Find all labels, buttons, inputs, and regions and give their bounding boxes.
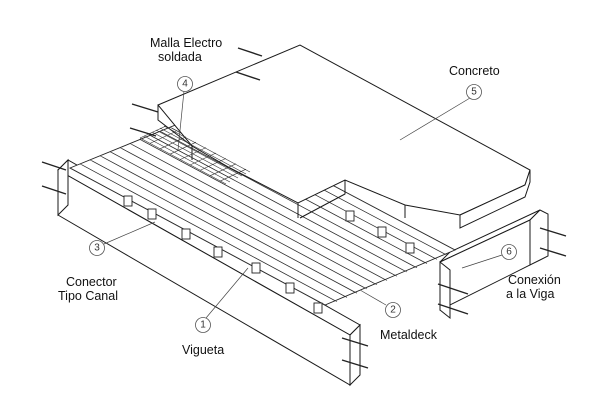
mesh-bar [159, 136, 187, 150]
label-malla-line2: soldada [158, 50, 202, 64]
callout-1: 1 [195, 317, 211, 333]
channel-connector [181, 228, 191, 240]
mesh-bar [149, 131, 177, 144]
label-concreto: Concreto [449, 64, 500, 78]
deck-flute [121, 148, 378, 285]
leader-lines [103, 90, 503, 319]
channel-connector [345, 210, 355, 222]
svg-text:2: 2 [390, 305, 396, 316]
mesh-bar [151, 131, 239, 179]
label-vigueta: Vigueta [182, 343, 224, 357]
deck-flute [161, 132, 418, 269]
mesh-bar [155, 129, 243, 177]
label-malla-line1: Malla Electro [150, 36, 222, 50]
label-conexion-line2: a la Viga [506, 287, 554, 301]
mesh-bar [139, 125, 167, 139]
callout-3: 3 [89, 240, 105, 256]
svg-text:4: 4 [182, 79, 188, 90]
vigueta-beam [57, 158, 361, 387]
mesh-bar [159, 127, 247, 175]
mesh-bar [219, 168, 247, 182]
deck-flute [131, 144, 388, 281]
mesh-bar [189, 152, 217, 166]
rebar-ends [41, 47, 567, 369]
channel-connector [405, 242, 415, 254]
mesh-bar [169, 141, 197, 155]
channel-connector [285, 282, 295, 294]
channel-connectors [123, 195, 415, 314]
deck-flute [111, 152, 368, 290]
deck-flute [91, 160, 348, 298]
callout-6: 6 [501, 244, 517, 260]
mesh-bar [179, 147, 207, 160]
callout-5: 5 [466, 84, 482, 100]
deck-flute [81, 164, 338, 302]
channel-connector [123, 195, 133, 207]
label-conector-line2: Tipo Canal [58, 289, 118, 303]
channel-connector [251, 262, 261, 274]
mesh-bar [163, 125, 251, 173]
label-metaldeck: Metaldeck [380, 328, 438, 342]
mesh-bar [199, 158, 227, 171]
mesh-bar [143, 135, 231, 183]
connection-beam [439, 209, 549, 320]
callout-4: 4 [177, 76, 193, 92]
svg-text:3: 3 [94, 243, 100, 254]
mesh-bar [147, 133, 235, 181]
label-conexion-line1: Conexión [508, 273, 561, 287]
deck-flute [141, 140, 398, 277]
label-conector-line1: Conector [66, 275, 117, 289]
channel-connector [377, 226, 387, 238]
svg-text:1: 1 [200, 320, 206, 331]
channel-connector [147, 208, 157, 220]
channel-connector [313, 302, 323, 314]
concrete-slab [157, 44, 531, 229]
svg-text:6: 6 [506, 247, 512, 258]
welded-mesh [139, 125, 251, 185]
channel-connector [213, 246, 223, 258]
deck-flute [101, 156, 358, 294]
mesh-bar [139, 137, 227, 185]
callout-2: 2 [385, 302, 401, 318]
deck-flute [71, 168, 328, 307]
svg-text:5: 5 [471, 87, 477, 98]
mesh-bar [209, 163, 237, 177]
